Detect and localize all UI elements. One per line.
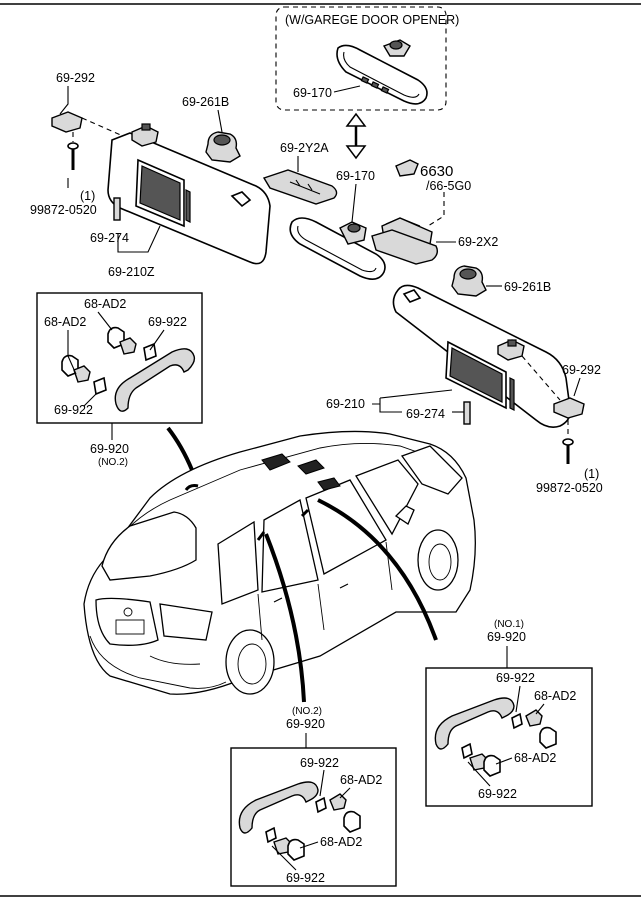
inset-right-callout-part: 69-920 (487, 630, 526, 644)
inset-bottom: (NO.2) 69-920 69-922 68-AD2 68-AD2 69-92… (230, 706, 397, 887)
visor-holder-top: 69-261B (182, 95, 241, 163)
inset-bottom-callout-note: (NO.2) (292, 706, 322, 717)
vehicle-window-front (355, 459, 419, 536)
visor-clip-right (553, 397, 585, 419)
inset-bottom-ad2-bottom: 68-AD2 (320, 835, 362, 849)
inset-left-922-top: 69-922 (148, 315, 187, 329)
inset-right-callout-note: (NO.1) (494, 619, 524, 630)
label-99872-left-qty: (1) (80, 189, 95, 203)
map-lamp-connector: 6630 /66-5G0 (395, 159, 471, 227)
inset-right: (NO.1) 69-920 69-922 68-AD2 68-AD2 69-92… (425, 619, 593, 807)
pointer-arc-left (166, 426, 194, 471)
label-99872-right-qty: (1) (584, 467, 599, 481)
inset-bottom-callout-part: 69-920 (286, 717, 325, 731)
opener-title: (W/GAREGE DOOR OPENER) (285, 13, 459, 27)
label-69-2y2a: 69-2Y2A (280, 141, 329, 155)
map-lamp: 69-2X2 (371, 217, 498, 265)
inset-right-ad2-top: 68-AD2 (534, 689, 576, 703)
inset-right-922-bottom: 69-922 (478, 787, 517, 801)
label-99872-right: 99872-0520 (536, 481, 603, 495)
label-66-5g0: /66-5G0 (426, 179, 471, 193)
label-69-2x2: 69-2X2 (458, 235, 498, 249)
visor-pin-right (463, 401, 471, 425)
inset-bottom-922-top: 69-922 (300, 756, 339, 770)
vehicle-window-rear-door (261, 499, 319, 593)
inset-left: 68-AD2 68-AD2 69-922 69-922 69-920 (NO.2… (36, 292, 203, 468)
label-69-292-right: 69-292 (562, 363, 601, 377)
rear-view-mirror: 69-170 (289, 169, 386, 280)
visor-clip-left (51, 111, 83, 133)
assist-grip-bottom (238, 781, 319, 834)
mirror-body (289, 217, 386, 280)
pointer-arc-right (317, 498, 438, 641)
label-69-261b-right: 69-261B (504, 280, 551, 294)
label-69-261b-top: 69-261B (182, 95, 229, 109)
mirror-with-opener (336, 39, 428, 105)
vehicle-window-rear-side (217, 520, 259, 605)
inset-left-callout-note: (NO.2) (98, 457, 128, 468)
pointer-arc-bottom (264, 533, 306, 703)
inset-right-922-top: 69-922 (496, 671, 535, 685)
vehicle-front-wheel (417, 529, 459, 591)
swap-arrow (345, 112, 367, 160)
garage-opener-group: (W/GAREGE DOOR OPENER) 69-170 (275, 6, 459, 111)
inset-right-frame (425, 667, 593, 807)
label-69-170: 69-170 (336, 169, 375, 183)
vehicle-rear-window (101, 511, 197, 581)
label-69-210: 69-210 (326, 397, 365, 411)
vehicle-illustration (83, 430, 476, 695)
opener-dashed-box (275, 6, 447, 111)
label-69-210z: 69-210Z (108, 265, 155, 279)
label-99872-left: 99872-0520 (30, 203, 97, 217)
inset-bottom-ad2-top: 68-AD2 (340, 773, 382, 787)
label-69-292-left: 69-292 (56, 71, 95, 85)
visor-pin-left (113, 197, 121, 221)
inset-right-ad2-bottom: 68-AD2 (514, 751, 556, 765)
inset-left-ad2-top: 68-AD2 (84, 297, 126, 311)
mirror-cover: 69-2Y2A (262, 141, 338, 205)
label-6630: 6630 (420, 163, 453, 180)
screw-left (67, 132, 79, 170)
inset-left-ad2-left: 68-AD2 (44, 315, 86, 329)
inset-left-callout-part: 69-920 (90, 442, 129, 456)
vehicle-rear-wheel (225, 629, 275, 695)
left-visor-group: 69-292 (1) 99872-0520 69-274 69-210Z (30, 71, 271, 279)
assist-grip-right (434, 697, 515, 750)
inset-left-922-bottom: 69-922 (54, 403, 93, 417)
visor-holder-right: 69-261B (451, 265, 551, 297)
right-visor-group: 69-210 69-274 69-292 (1) 99872-0520 (326, 284, 603, 495)
opener-part-label: 69-170 (293, 86, 332, 100)
label-69-274-right: 69-274 (406, 407, 445, 421)
inset-bottom-frame (230, 747, 397, 887)
assist-grip-left (114, 348, 196, 412)
sun-visor-right (392, 284, 572, 428)
label-69-274-left: 69-274 (90, 231, 129, 245)
inset-bottom-922-bottom: 69-922 (286, 871, 325, 885)
